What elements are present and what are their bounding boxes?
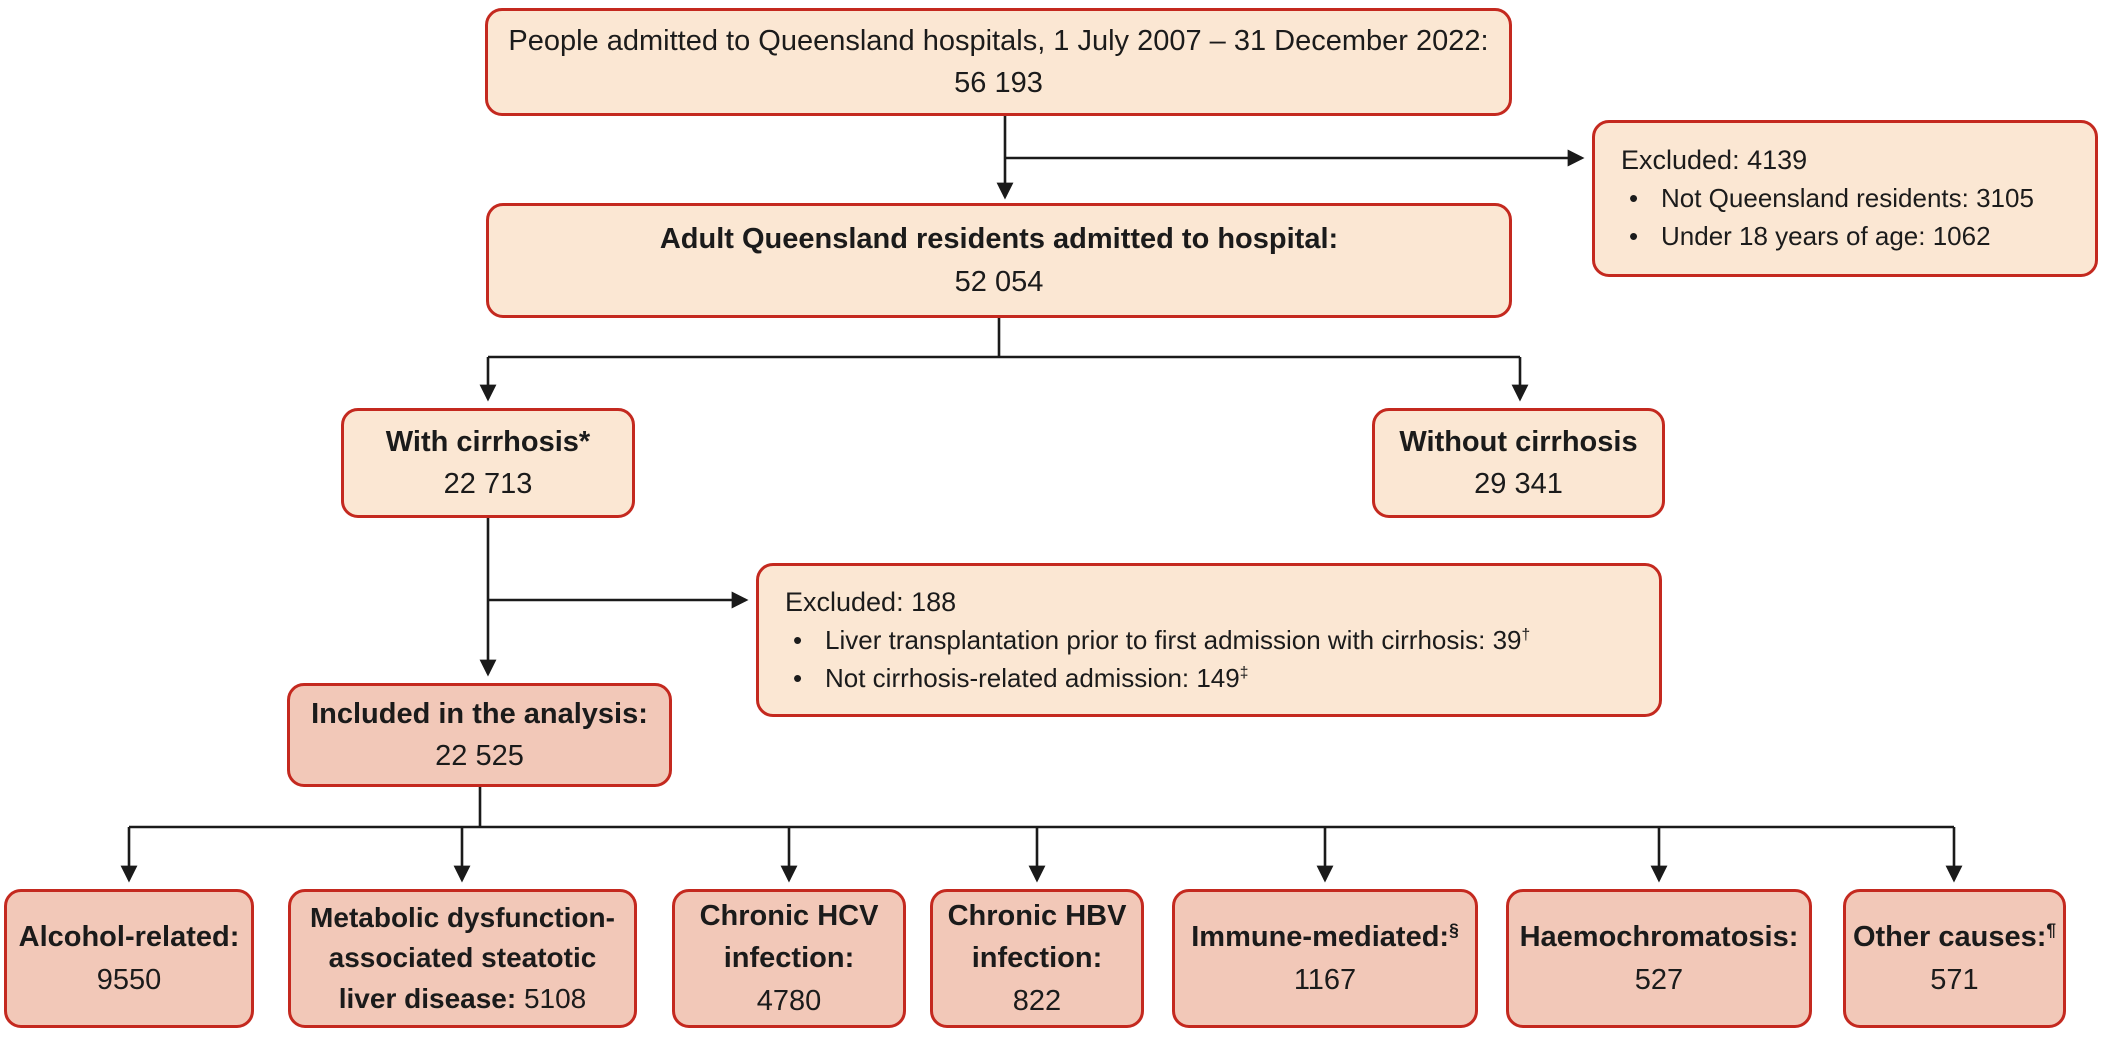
- node-excluded-initial-title: Excluded: 4139: [1621, 145, 1808, 176]
- node-with-cirrhosis-label: With cirrhosis*: [385, 425, 591, 458]
- node-immune-mediated: Immune-mediated:§ 1167: [1172, 889, 1478, 1028]
- node-masld: Metabolic dysfunction-associated steatot…: [288, 889, 637, 1028]
- bullet-icon: •: [793, 662, 803, 693]
- excluded-cirrhosis-item-text: Not cirrhosis-related admission: 149: [825, 662, 1240, 693]
- node-chronic-hcv-label: Chronic HCV infection:: [699, 900, 879, 975]
- node-excluded-cirrhosis-title: Excluded: 188: [785, 586, 957, 617]
- node-immune-mediated-label-text: Immune-mediated:: [1191, 921, 1450, 954]
- node-immune-mediated-value: 1167: [1293, 963, 1357, 996]
- excluded-cirrhosis-item: • Not cirrhosis-related admission: 149‡: [785, 660, 1248, 698]
- node-with-cirrhosis-value: 22 713: [443, 468, 533, 500]
- node-other-causes: Other causes:¶ 571: [1843, 889, 2066, 1028]
- node-haemochromatosis-label: Haemochromatosis:: [1519, 921, 1799, 954]
- node-total-admitted-label: People admitted to Queensland hospitals,…: [508, 24, 1489, 57]
- node-chronic-hbv-label: Chronic HBV infection:: [947, 900, 1127, 975]
- bullet-icon: •: [1629, 183, 1639, 214]
- node-other-causes-value: 571: [1930, 963, 1979, 996]
- node-included-analysis-label: Included in the analysis:: [311, 697, 648, 730]
- excluded-cirrhosis-item-text: Liver transplantation prior to first adm…: [825, 624, 1522, 655]
- node-chronic-hbv-value: 822: [1012, 984, 1062, 1017]
- dagger-footnote-mark: †: [1521, 626, 1531, 644]
- node-alcohol-related-label: Alcohol-related:: [18, 921, 240, 954]
- node-without-cirrhosis-label: Without cirrhosis: [1399, 425, 1638, 458]
- node-total-admitted-value: 56 193: [954, 67, 1043, 99]
- node-immune-mediated-label: Immune-mediated:§: [1191, 916, 1459, 958]
- node-chronic-hcv-value: 4780: [756, 984, 822, 1017]
- node-adult-residents-label: Adult Queensland residents admitted to h…: [659, 223, 1339, 256]
- node-masld-value: 5108: [523, 982, 587, 1014]
- node-total-admitted: People admitted to Queensland hospitals,…: [485, 8, 1512, 116]
- excluded-initial-item-text: Under 18 years of age: 1062: [1661, 221, 1991, 252]
- node-chronic-hcv: Chronic HCV infection: 4780: [672, 889, 906, 1028]
- excluded-initial-item: • Under 18 years of age: 1062: [1621, 218, 1991, 256]
- node-haemochromatosis: Haemochromatosis: 527: [1506, 889, 1812, 1028]
- node-adult-residents-value: 52 054: [954, 265, 1044, 298]
- bullet-icon: •: [793, 624, 803, 655]
- pilcrow-footnote-mark: ¶: [2046, 919, 2057, 940]
- bullet-icon: •: [1629, 221, 1639, 252]
- node-excluded-initial: Excluded: 4139 • Not Queensland resident…: [1592, 120, 2098, 277]
- node-included-analysis: Included in the analysis: 22 525: [287, 683, 672, 787]
- section-footnote-mark: §: [1449, 919, 1459, 940]
- node-alcohol-related: Alcohol-related: 9550: [4, 889, 254, 1028]
- double-dagger-footnote-mark: ‡: [1239, 663, 1249, 681]
- node-other-causes-label-text: Other causes:: [1852, 921, 2047, 954]
- node-haemochromatosis-value: 527: [1634, 963, 1684, 996]
- node-other-causes-label: Other causes:¶: [1853, 916, 2056, 958]
- node-included-analysis-value: 22 525: [435, 740, 524, 772]
- excluded-initial-item: • Not Queensland residents: 3105: [1621, 180, 2034, 218]
- node-alcohol-related-value: 9550: [96, 963, 162, 996]
- node-chronic-hbv: Chronic HBV infection: 822: [930, 889, 1144, 1028]
- node-excluded-cirrhosis: Excluded: 188 • Liver transplantation pr…: [756, 563, 1662, 717]
- node-without-cirrhosis-value: 29 341: [1474, 468, 1563, 500]
- node-masld-label: Metabolic dysfunction-associated steatot…: [310, 901, 615, 1014]
- node-with-cirrhosis: With cirrhosis* 22 713: [341, 408, 635, 518]
- node-adult-residents: Adult Queensland residents admitted to h…: [486, 203, 1512, 318]
- node-without-cirrhosis: Without cirrhosis 29 341: [1372, 408, 1665, 518]
- excluded-initial-item-text: Not Queensland residents: 3105: [1661, 183, 2034, 214]
- excluded-cirrhosis-item: • Liver transplantation prior to first a…: [785, 622, 1530, 660]
